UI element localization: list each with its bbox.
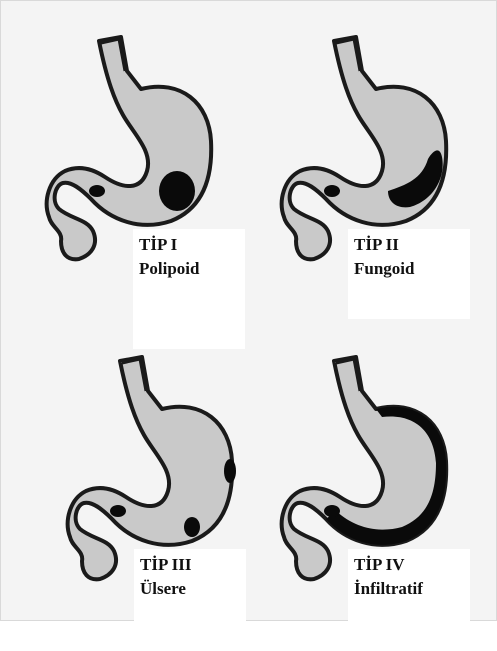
stomach-illustration	[282, 37, 446, 259]
type-title: TİP I	[139, 233, 239, 257]
stomach-illustration	[68, 357, 232, 579]
pylorus-mark	[324, 185, 340, 197]
panel-type-3: TİP III Ülsere	[46, 351, 286, 651]
type-subtitle: Ülsere	[140, 577, 240, 601]
label-box-type-4: TİP IV İnfiltratif	[348, 549, 470, 621]
label-box-type-1: TİP I Polipoid	[133, 229, 245, 349]
pylorus-mark	[89, 185, 105, 197]
panel-type-4: TİP IV İnfiltratif	[256, 351, 496, 651]
type-title: TİP III	[140, 553, 240, 577]
type-subtitle: İnfiltratif	[354, 577, 464, 601]
lesion-ulcer-2	[184, 517, 200, 537]
label-box-type-3: TİP III Ülsere	[134, 549, 246, 621]
panel-type-2: TİP II Fungoid	[256, 31, 496, 331]
stomach-illustration	[282, 357, 446, 579]
diagram-frame: TİP I Polipoid TİP II Fungoid	[0, 0, 497, 621]
pylorus-mark	[110, 505, 126, 517]
lesion-polyp	[159, 171, 195, 211]
type-title: TİP IV	[354, 553, 464, 577]
lesion-ulcer-1	[224, 459, 236, 483]
panel-type-1: TİP I Polipoid	[41, 31, 281, 331]
type-subtitle: Polipoid	[139, 257, 239, 281]
label-box-type-2: TİP II Fungoid	[348, 229, 470, 319]
pylorus-mark	[324, 505, 340, 517]
type-title: TİP II	[354, 233, 464, 257]
type-subtitle: Fungoid	[354, 257, 464, 281]
stomach-illustration	[47, 37, 211, 259]
